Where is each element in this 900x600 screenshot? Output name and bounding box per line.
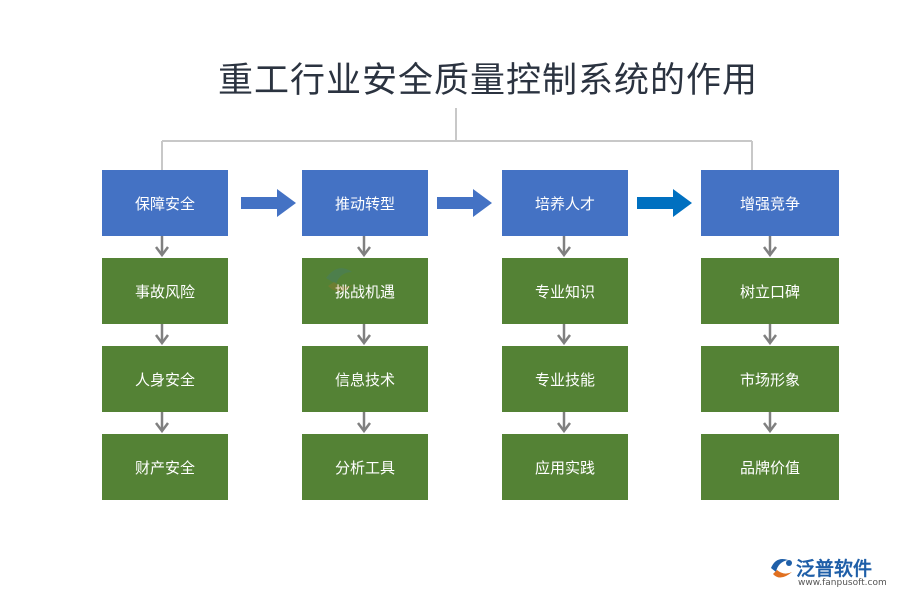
brand-logo-icon <box>771 559 792 578</box>
diagram-title: 重工行业安全质量控制系统的作用 <box>217 61 758 101</box>
item-box-1-1: 事故风险 <box>102 258 228 324</box>
item-box-1-3: 财产安全 <box>102 434 228 500</box>
item-box-4-2: 市场形象 <box>701 346 839 412</box>
watermark-logo-icon <box>326 268 354 292</box>
brand-logo-name: 泛普软件 <box>796 558 873 580</box>
head-box-1: 保障安全 <box>102 170 228 236</box>
head-box-2: 推动转型 <box>302 170 428 236</box>
brand-logo: 泛普软件 www.fanpusoft.com <box>768 552 892 594</box>
item-box-4-3: 品牌价值 <box>701 434 839 500</box>
item-box-2-3: 分析工具 <box>302 434 428 500</box>
down-arrows-col-3 <box>557 236 571 434</box>
down-arrows-col-1 <box>155 236 169 434</box>
down-arrows-col-2 <box>357 236 371 434</box>
right-arrow-3 <box>637 189 692 217</box>
item-box-1-2: 人身安全 <box>102 346 228 412</box>
item-box-3-3: 应用实践 <box>502 434 628 500</box>
head-box-4: 增强竞争 <box>701 170 839 236</box>
head-box-3: 培养人才 <box>502 170 628 236</box>
item-box-3-2: 专业技能 <box>502 346 628 412</box>
right-arrow-1 <box>241 189 296 217</box>
item-box-4-1: 树立口碑 <box>701 258 839 324</box>
item-box-3-1: 专业知识 <box>502 258 628 324</box>
right-arrow-2 <box>437 189 492 217</box>
down-arrows-col-4 <box>763 236 777 434</box>
item-box-2-2: 信息技术 <box>302 346 428 412</box>
brand-logo-url: www.fanpusoft.com <box>798 578 887 588</box>
item-box-2-1: 挑战机遇 <box>302 258 428 324</box>
